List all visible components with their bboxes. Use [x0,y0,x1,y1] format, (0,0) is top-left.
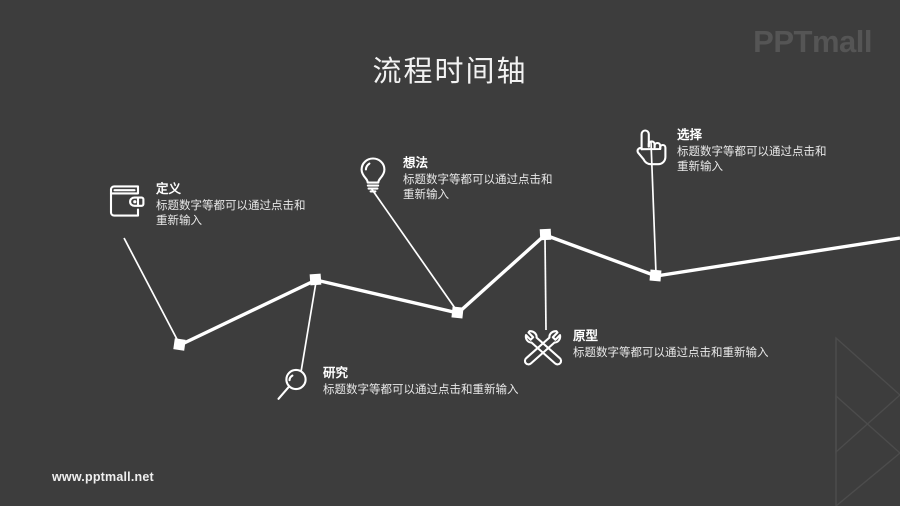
vertex-marker [451,306,464,319]
vertex-marker [649,269,662,282]
milestone-description: 标题数字等都可以通过点击和重新输入 [156,199,306,228]
milestone-text: 研究 标题数字等都可以通过点击和重新输入 [323,364,519,398]
milestone-description: 标题数字等都可以通过点击和重新输入 [403,173,553,202]
milestone-text: 想法 标题数字等都可以通过点击和重新输入 [403,154,555,204]
vertex-marker [173,338,186,351]
milestone-description: 标题数字等都可以通过点击和重新输入 [677,145,827,174]
tools-icon [523,330,563,366]
wallet-icon [109,185,145,217]
milestone-text: 选择 标题数字等都可以通过点击和重新输入 [677,126,829,176]
page-title: 流程时间轴 [372,56,528,88]
milestone-define[interactable]: 定义 标题数字等都可以通过点击和重新输入 [105,180,308,230]
footer-url: www.pptmall.net [52,470,154,484]
vertex-marker [309,273,322,286]
brand-logo: PPTmall [753,24,872,59]
connector-prototype [544,237,547,331]
magnifier-icon [277,368,307,400]
milestone-choose[interactable]: 选择 标题数字等都可以通过点击和重新输入 [626,126,829,176]
milestone-title: 想法 [403,156,429,170]
pointing-hand-icon [636,129,667,166]
milestone-text: 原型 标题数字等都可以通过点击和重新输入 [573,327,769,361]
milestone-title: 选择 [677,128,703,142]
milestone-idea[interactable]: 想法 标题数字等都可以通过点击和重新输入 [352,154,555,204]
connector-define [123,237,181,346]
connector-research [300,281,317,373]
milestone-description: 标题数字等都可以通过点击和重新输入 [573,346,769,359]
milestone-title: 研究 [323,366,349,380]
milestone-research[interactable]: 研究 标题数字等都可以通过点击和重新输入 [272,364,519,406]
milestone-title: 原型 [573,329,599,343]
milestone-title: 定义 [156,182,182,196]
lightbulb-icon [360,157,386,193]
milestone-text: 定义 标题数字等都可以通过点击和重新输入 [156,180,308,230]
vertex-marker [539,228,552,241]
milestone-description: 标题数字等都可以通过点击和重新输入 [323,383,519,396]
connector-idea [370,187,458,312]
milestone-prototype[interactable]: 原型 标题数字等都可以通过点击和重新输入 [522,327,769,369]
